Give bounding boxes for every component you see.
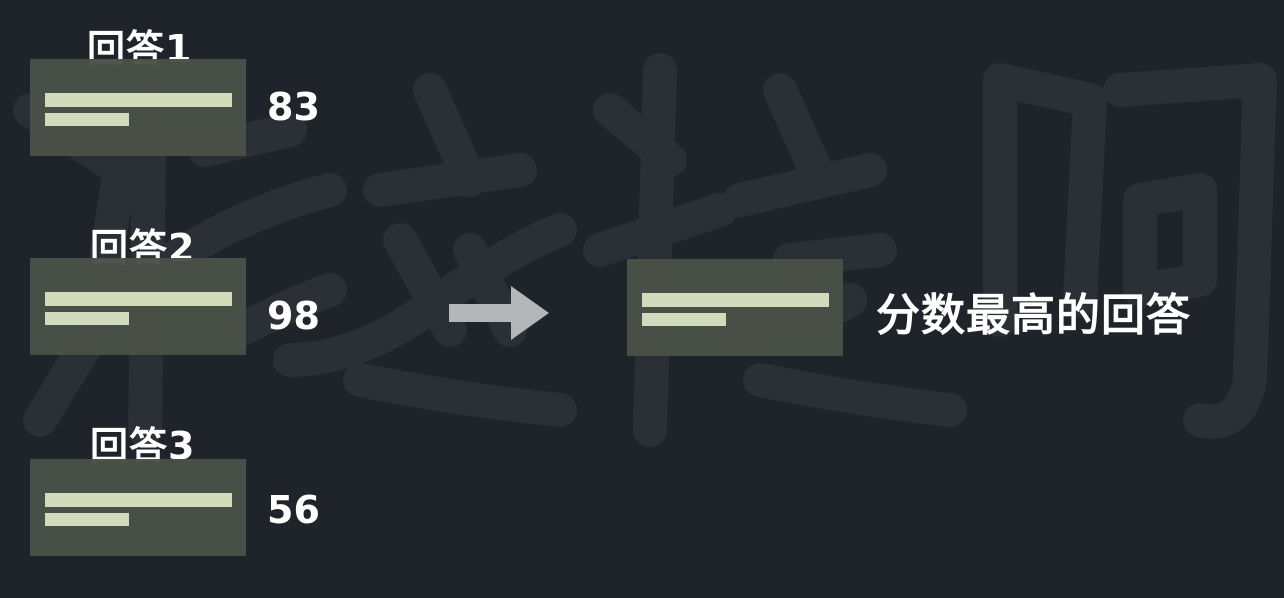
result-card <box>627 259 843 356</box>
answer-3-card <box>30 459 246 556</box>
result-text-line-long <box>642 293 829 307</box>
answer-1-text-line-short <box>45 113 129 126</box>
answer-2-card <box>30 258 246 355</box>
answer-3-text-line-long <box>45 493 232 507</box>
result-text-line-short <box>642 313 726 326</box>
answer-3-text-line-short <box>45 513 129 526</box>
answer-2-text-line-short <box>45 312 129 325</box>
result-label: 分数最高的回答 <box>876 290 1191 341</box>
answer-3-score: 56 <box>267 488 320 532</box>
answer-3-label: 回答3 <box>90 424 196 468</box>
answer-2-text-line-long <box>45 292 232 306</box>
answer-1-text-line-long <box>45 93 232 107</box>
answer-1-score: 83 <box>267 85 320 129</box>
right-arrow-icon <box>449 286 549 340</box>
answer-2-score: 98 <box>267 294 320 338</box>
answer-1-card <box>30 59 246 156</box>
